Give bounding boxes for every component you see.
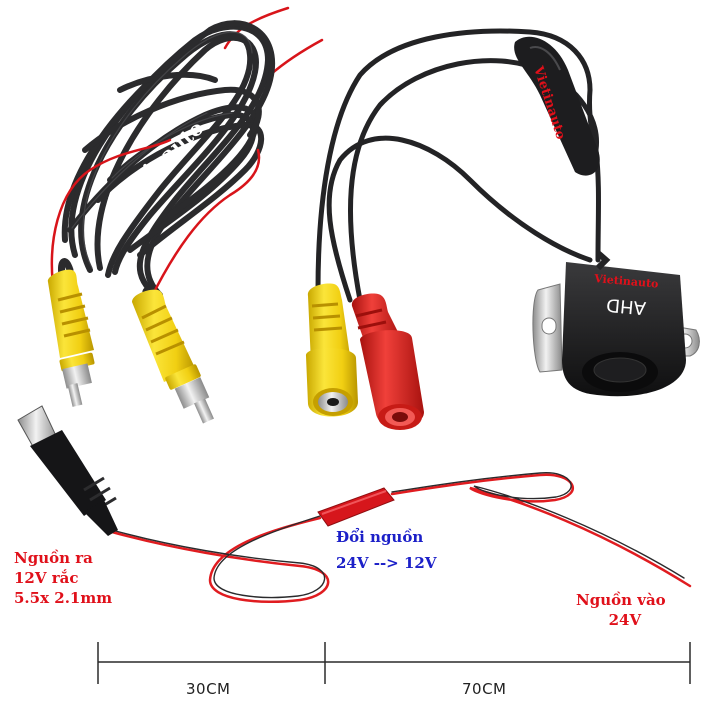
camera-ahd-label: AHD	[605, 294, 646, 318]
power-out-line-1: Nguồn ra	[14, 549, 93, 567]
rca-socket-yellow	[305, 283, 358, 417]
power-out-label: Nguồn ra 12V rắc 5.5x 2.1mm	[14, 548, 112, 608]
dc-barrel-plug	[17, 405, 118, 536]
power-in-line-2: 24V	[608, 611, 642, 629]
converter-line-2: 24V --> 12V	[336, 554, 437, 572]
power-cable	[110, 472, 692, 604]
watermark-camera-body: Vietinauto	[593, 272, 659, 291]
camera-body	[532, 250, 700, 397]
rca-socket-red	[351, 293, 424, 430]
rca-plug-yellow-left	[47, 269, 95, 407]
cable-coil	[50, 6, 324, 304]
power-out-line-2: 12V rắc	[14, 569, 79, 587]
power-out-line-3: 5.5x 2.1mm	[14, 589, 113, 607]
converter-line-1: Đổi nguồn	[336, 528, 424, 546]
cable-junction	[514, 36, 600, 176]
measure-right-label: 70CM	[462, 680, 507, 698]
power-in-line-1: Nguồn vào	[576, 591, 666, 609]
measure-left-label: 30CM	[186, 680, 231, 698]
rca-plug-yellow-right	[132, 289, 214, 424]
converter-label: Đổi nguồn 24V --> 12V	[336, 524, 437, 576]
measurement-scale	[97, 642, 691, 684]
voltage-converter	[317, 487, 395, 527]
power-in-label: Nguồn vào 24V	[576, 590, 666, 630]
